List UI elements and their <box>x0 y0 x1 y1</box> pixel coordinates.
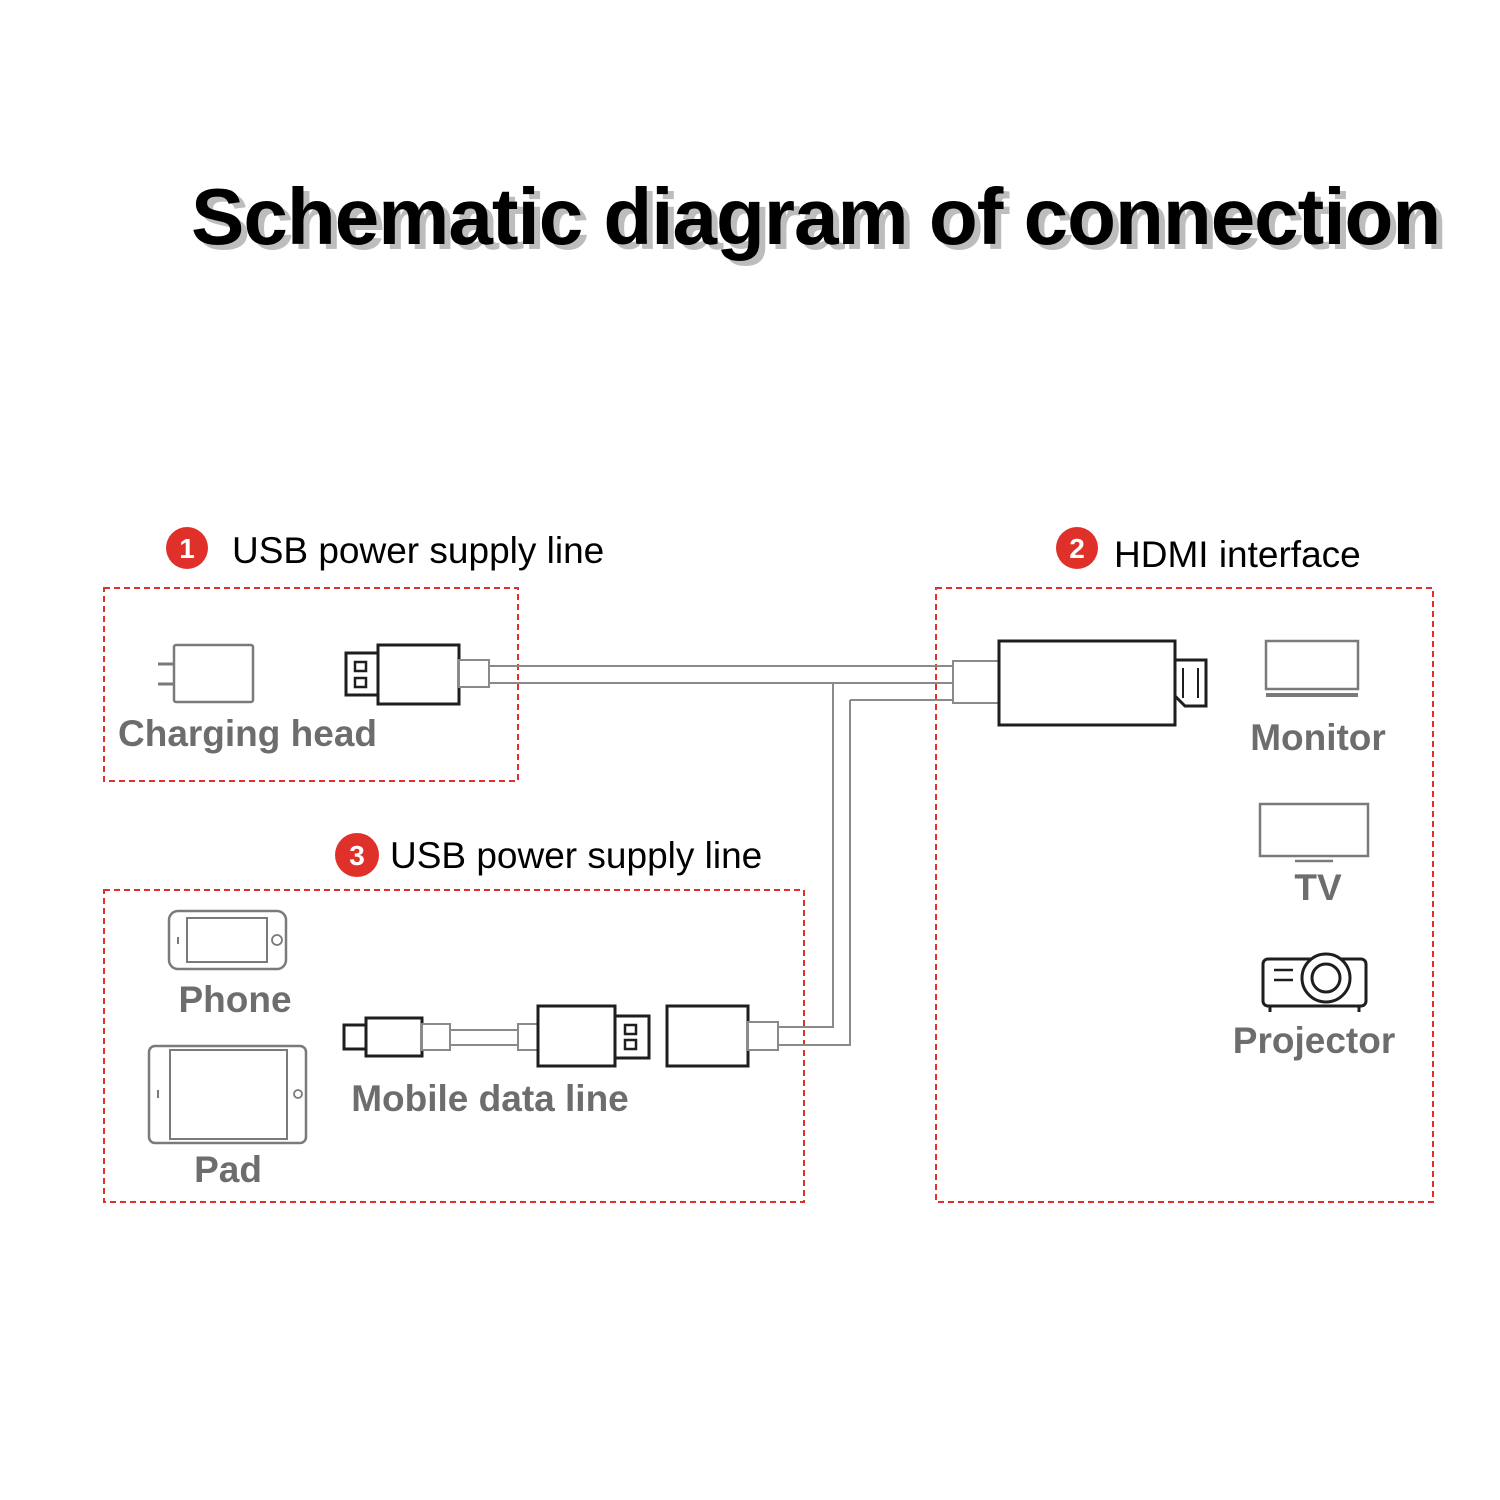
usb-female-connector-icon <box>665 1004 779 1068</box>
pad-label: Pad <box>194 1149 262 1190</box>
phone-icon <box>167 909 288 971</box>
section-heading: USB power supply line <box>390 835 762 876</box>
section-box <box>103 587 519 782</box>
hdmi-plug-icon <box>952 639 1208 727</box>
projector-label: Projector <box>1233 1020 1395 1061</box>
usb-plug-icon <box>344 643 490 706</box>
page-title: Schematic diagram of connection <box>191 172 1440 261</box>
badge-1: 1 <box>166 527 208 569</box>
badge-number: 3 <box>349 840 365 871</box>
section-usb-power-1: 1 USB power supply line Charging head <box>103 527 604 782</box>
section-hdmi: 2 HDMI interface Monitor TV <box>935 527 1434 1203</box>
charger-icon <box>158 643 255 704</box>
mobile-data-line-label: Mobile data line <box>351 1078 629 1119</box>
tv-label: TV <box>1294 867 1342 908</box>
page-title-shadow: Schematic diagram of connection <box>197 177 1446 266</box>
badge-3: 3 <box>335 833 379 877</box>
tv-icon <box>1258 802 1370 863</box>
monitor-label: Monitor <box>1250 717 1386 758</box>
phone-label: Phone <box>178 979 291 1020</box>
section-usb-power-3: 3 USB power supply line Phone Pad <box>103 833 805 1203</box>
monitor-icon <box>1264 639 1360 697</box>
cable-lines <box>489 665 953 1046</box>
section-heading: HDMI interface <box>1114 534 1361 575</box>
projector-icon <box>1261 952 1368 1012</box>
tablet-icon <box>147 1044 308 1145</box>
badge-2: 2 <box>1056 527 1098 569</box>
badge-number: 1 <box>179 533 195 564</box>
section-heading: USB power supply line <box>232 530 604 571</box>
section-box <box>935 587 1434 1203</box>
charging-head-label: Charging head <box>118 713 377 754</box>
usb-c-cable-icon <box>342 1004 651 1068</box>
badge-number: 2 <box>1069 533 1085 564</box>
